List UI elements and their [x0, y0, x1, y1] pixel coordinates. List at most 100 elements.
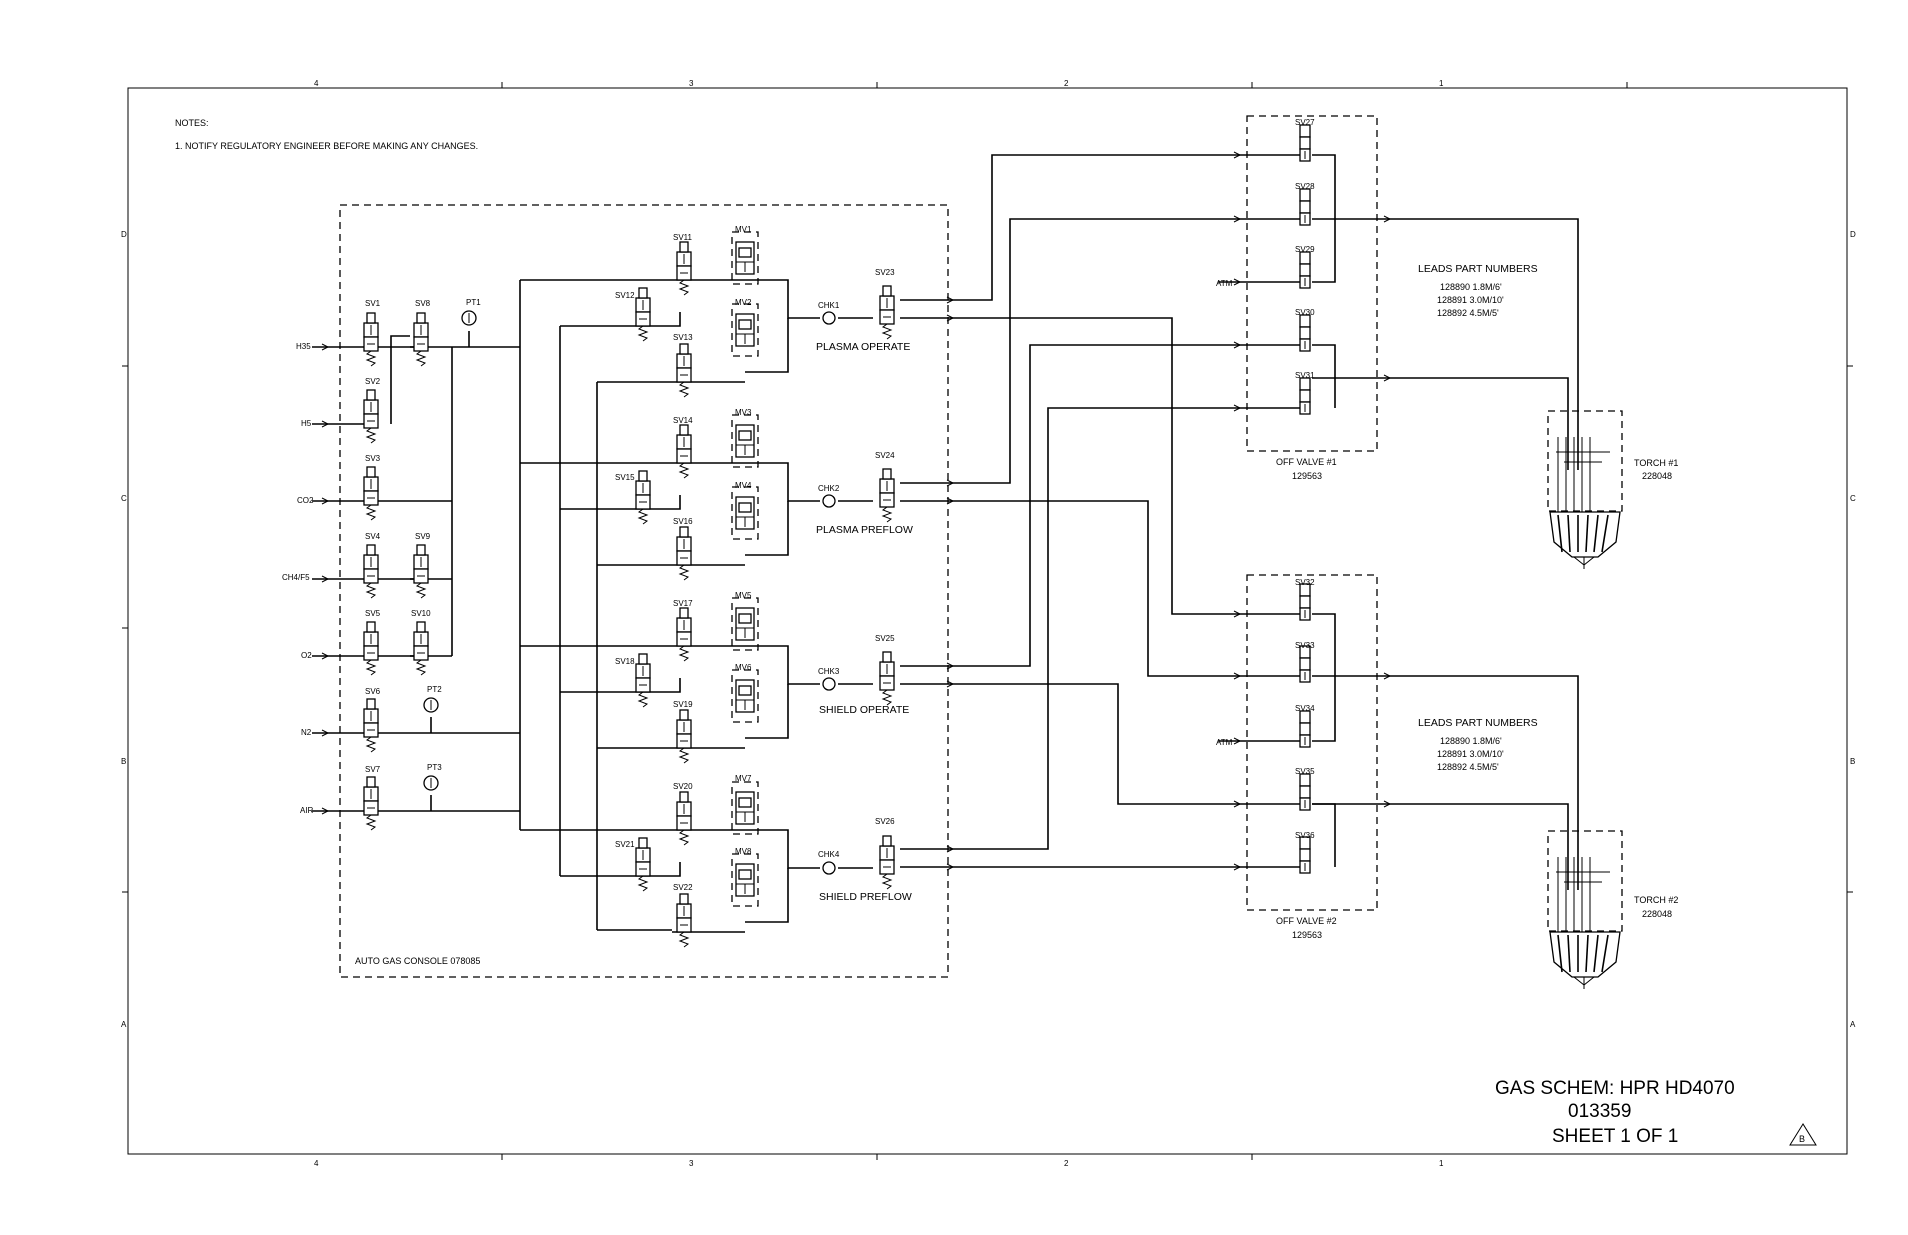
output-solenoid — [879, 651, 895, 706]
sv29-label: SV29 — [1295, 245, 1315, 254]
input-solenoid — [363, 312, 379, 367]
motor-valve — [731, 303, 759, 357]
off-valve-solenoid — [1299, 836, 1311, 874]
solenoid-valve — [635, 470, 651, 525]
solenoid-valve — [676, 607, 692, 662]
leads-1-header: LEADS PART NUMBERS — [1418, 263, 1538, 275]
motor-valve-coil — [738, 319, 752, 330]
valve-actuator — [366, 776, 376, 788]
border-row-labels: D C B A D C B A — [121, 230, 1856, 1029]
valve-spring — [678, 931, 690, 948]
input-h5: H5 — [301, 419, 312, 428]
torch-1-part: 228048 — [1642, 471, 1672, 481]
sv15-label: SV15 — [615, 473, 635, 482]
motor-valve-outline — [731, 781, 759, 835]
motor-valve-outline — [731, 853, 759, 907]
sv18-label: SV18 — [615, 657, 635, 666]
mv7-label: MV7 — [735, 774, 752, 783]
input-solenoid — [363, 621, 379, 676]
torch-channel — [1593, 514, 1599, 553]
atm-1-label: ATM — [1216, 279, 1233, 288]
atm-2-label: ATM — [1216, 738, 1233, 747]
motor-valve-coil — [738, 502, 752, 513]
note-1: 1. NOTIFY REGULATORY ENGINEER BEFORE MAK… — [175, 141, 478, 151]
valve-spring — [415, 582, 427, 599]
input-solenoid — [363, 698, 379, 753]
solenoid-valve — [676, 709, 692, 764]
motor-valve-outline — [731, 231, 759, 285]
off-valve-upper — [1299, 200, 1311, 214]
input-solenoid — [363, 466, 379, 521]
motor-valve-coil — [738, 613, 752, 624]
row-label: A — [1850, 1020, 1856, 1029]
valve-actuator — [638, 837, 648, 849]
valve-spring — [678, 462, 690, 479]
valve-actuator — [679, 424, 689, 436]
off-valve-2-label: OFF VALVE #2 — [1276, 916, 1337, 926]
sv14-label: SV14 — [673, 416, 693, 425]
mv6-label: MV6 — [735, 663, 752, 672]
row-label: C — [1850, 494, 1856, 503]
output-solenoid — [879, 468, 895, 523]
input-solenoid — [363, 776, 379, 831]
torch-body — [1549, 437, 1621, 569]
leads-1: LEADS PART NUMBERS 128890 1.8M/6' 128891… — [1418, 263, 1538, 318]
sheet-border — [127, 87, 1848, 1155]
leads-2: LEADS PART NUMBERS 128890 1.8M/6' 128891… — [1418, 717, 1538, 772]
gas-line — [1390, 218, 1579, 470]
leads-2-item: 128892 4.5M/5' — [1437, 762, 1499, 772]
chk1-label: CHK1 — [818, 301, 840, 310]
sv33-label: SV33 — [1295, 641, 1315, 650]
valve-actuator — [679, 709, 689, 721]
leads-1-item: 128891 3.0M/10' — [1437, 295, 1504, 305]
sv24-label: SV24 — [875, 451, 895, 460]
torch-channel — [1567, 514, 1571, 553]
valve-actuator — [638, 287, 648, 299]
motor-valve-outline — [731, 486, 759, 540]
gas-line — [1312, 803, 1336, 867]
off-valve-1-part: 129563 — [1292, 471, 1322, 481]
valve-actuator — [679, 526, 689, 538]
valve-spring — [637, 325, 649, 342]
mv4-label: MV4 — [735, 481, 752, 490]
sv8-label: SV8 — [415, 299, 431, 308]
valve-spring — [678, 279, 690, 296]
off-valve-upper — [1299, 722, 1311, 736]
check-valve — [822, 861, 836, 875]
gas-line — [1312, 344, 1336, 408]
input-ch4-f5: CH4/F5 — [282, 573, 310, 582]
pt3-label: PT3 — [427, 763, 442, 772]
gas-line — [745, 279, 820, 319]
col-label: 4 — [314, 79, 319, 88]
motor-valve-outline — [731, 414, 759, 468]
torch-body — [1549, 857, 1621, 989]
gas-lines — [312, 151, 1579, 933]
sv30-label: SV30 — [1295, 308, 1315, 317]
off-valve-solenoid — [1299, 314, 1311, 352]
gas-line — [953, 407, 1240, 850]
output-solenoid — [879, 835, 895, 890]
sv23-label: SV23 — [875, 268, 895, 277]
valve-spring — [365, 504, 377, 521]
flow-arrow — [321, 729, 330, 737]
gas-line — [1312, 613, 1336, 742]
gas-line — [745, 462, 820, 502]
input-h35: H35 — [296, 342, 311, 351]
valve-actuator — [416, 312, 426, 324]
row-label: D — [121, 230, 127, 239]
valve-spring — [881, 323, 893, 340]
off-valve-2-part: 129563 — [1292, 930, 1322, 940]
gas-line — [1390, 377, 1569, 470]
gas-line — [953, 218, 1240, 484]
leads-2-header: LEADS PART NUMBERS — [1418, 717, 1538, 729]
input-o2: O2 — [301, 651, 312, 660]
off-valve-1-box — [1246, 115, 1378, 452]
off-valve-upper — [1299, 263, 1311, 277]
sv6-label: SV6 — [365, 687, 381, 696]
input-solenoid — [413, 312, 429, 367]
torch-2-box — [1547, 830, 1623, 932]
valve-spring — [678, 829, 690, 846]
gas-line — [745, 318, 789, 373]
sv2-label: SV2 — [365, 377, 381, 386]
sv5-label: SV5 — [365, 609, 381, 618]
